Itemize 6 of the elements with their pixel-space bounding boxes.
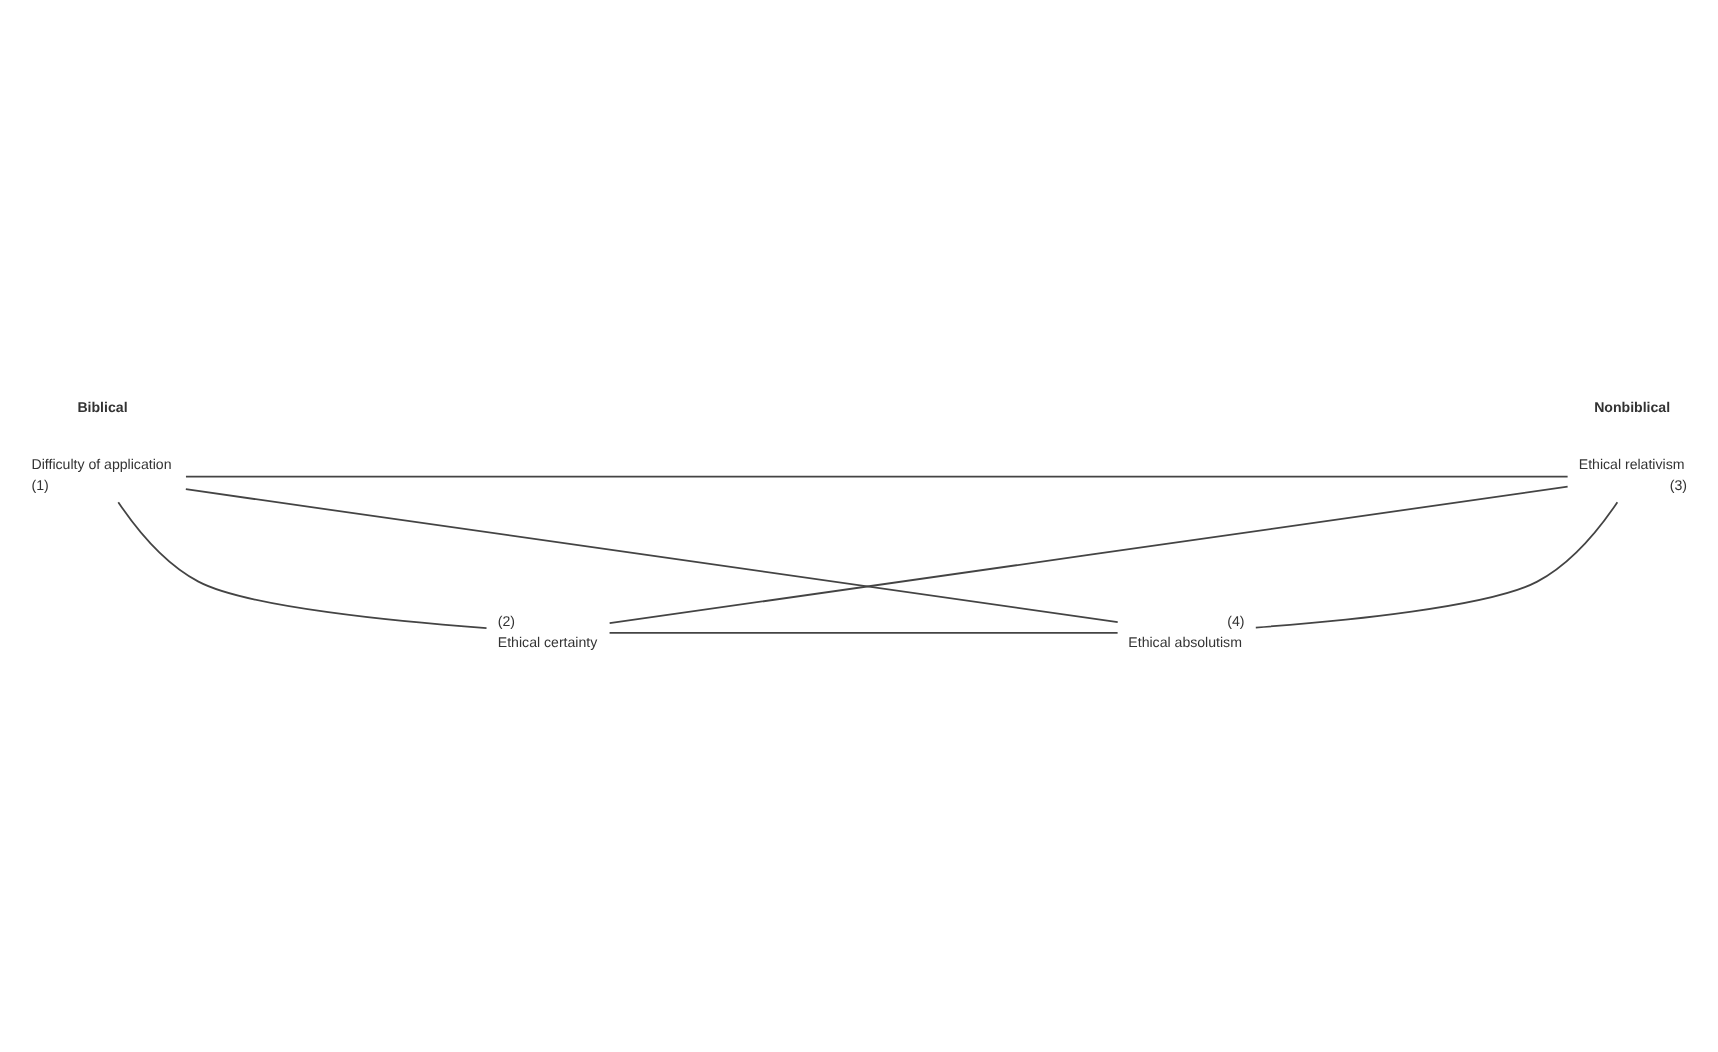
connector [185, 475, 1569, 478]
connector [117, 501, 488, 629]
connector [184, 488, 1119, 624]
connector [1254, 501, 1619, 629]
connector [608, 485, 1569, 625]
connector [608, 631, 1119, 634]
